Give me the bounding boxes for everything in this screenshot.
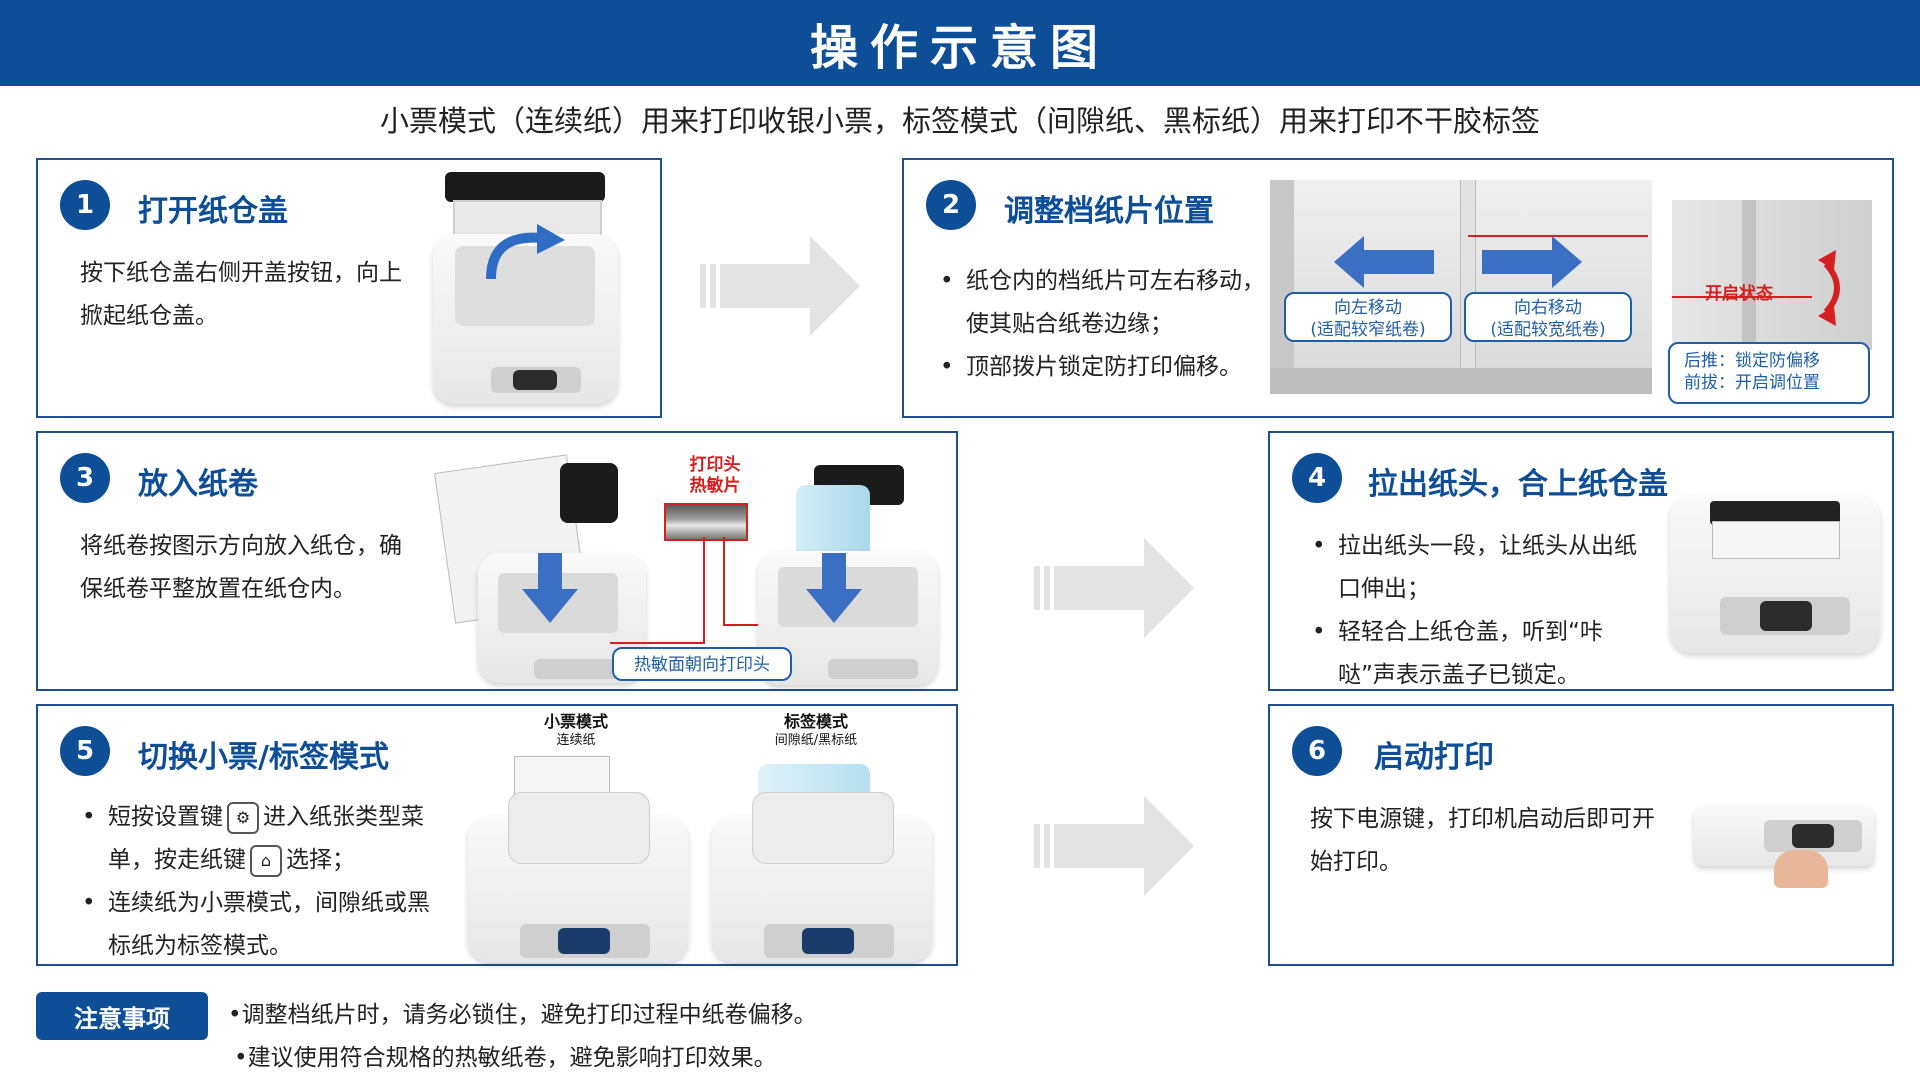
note-item-2: •建议使用符合规格的热敏纸卷，避免影响打印效果。 — [234, 1045, 777, 1071]
step-1-number: 1 — [60, 180, 110, 230]
step-3-number: 3 — [60, 453, 110, 503]
step-1-text: 按下纸仓盖右侧开盖按钮，向上掀起纸仓盖。 — [80, 260, 402, 329]
step-4-number: 4 — [1292, 453, 1342, 503]
right-arrow-icon — [1482, 236, 1582, 288]
step-4-title: 拉出纸头，合上纸仓盖 — [1368, 467, 1668, 502]
receipt-mode-printer-image — [468, 756, 688, 962]
step-5-number: 5 — [60, 726, 110, 776]
notes-badge: 注意事项 — [36, 992, 208, 1040]
step-2-bullet-2: •顶部拨片锁定防打印偏移。 — [940, 354, 1242, 380]
open-state-label: 开启状态 — [1705, 284, 1773, 304]
left-arrow-icon — [1334, 236, 1434, 288]
feed-key-icon: ⌂ — [250, 844, 282, 877]
down-arrow-icon — [806, 553, 862, 623]
print-head-zoom — [664, 503, 748, 541]
step-1-panel: 1 打开纸仓盖 按下纸仓盖右侧开盖按钮，向上掀起纸仓盖。 — [36, 158, 662, 418]
printer-closed-image — [1670, 495, 1880, 653]
note-item-1: •调整档纸片时，请务必锁住，避免打印过程中纸卷偏移。 — [228, 1002, 817, 1028]
printer-open-image — [433, 172, 658, 408]
power-button-image — [1694, 806, 1874, 888]
step-4-panel: 4 拉出纸头，合上纸仓盖 •拉出纸头一段，让纸头从出纸口伸出； •轻轻合上纸仓盖… — [1268, 431, 1894, 691]
roll-insert-image-left — [434, 454, 646, 685]
step-6-title: 启动打印 — [1374, 740, 1494, 775]
step-6-text: 按下电源键，打印机启动后即可开始打印。 — [1310, 806, 1655, 875]
step-4-bullet-1: •拉出纸头一段，让纸头从出纸口伸出； — [1312, 533, 1637, 602]
page-title: 操作示意图 — [809, 20, 1110, 76]
step-2-panel: 2 调整档纸片位置 •纸仓内的档纸片可左右移动，使其贴合纸卷边缘； •顶部拨片锁… — [902, 158, 1894, 418]
step-5-bullet-1: •短按设置键⚙进入纸张类型菜单，按走纸键⌂选择； — [82, 796, 448, 882]
step-3-title: 放入纸卷 — [138, 467, 258, 502]
step-6-panel: 6 启动打印 按下电源键，打印机启动后即可开始打印。 — [1268, 704, 1894, 966]
flow-arrow-icon — [1034, 796, 1194, 896]
move-left-label: 向左移动(适配较窄纸卷) — [1284, 292, 1452, 342]
flow-arrow-icon — [700, 236, 860, 336]
curved-arrow-icon — [486, 224, 565, 280]
step-3-text: 将纸卷按图示方向放入纸仓，确保纸卷平整放置在纸仓内。 — [80, 533, 402, 602]
step-5-bullet-2: •连续纸为小票模式，间隙纸或黑标纸为标签模式。 — [82, 890, 430, 959]
roll-insert-image-right — [758, 461, 938, 685]
label-mode-caption: 标签模式间隙纸/黑标纸 — [774, 712, 858, 748]
step-5-title: 切换小票/标签模式 — [138, 740, 389, 775]
lock-instructions: 后推：锁定防偏移前拔：开启调位置 — [1668, 342, 1870, 404]
receipt-mode-caption: 小票模式连续纸 — [543, 712, 608, 748]
rotate-arrow-icon — [1818, 250, 1840, 326]
compartment-image: 向左移动(适配较窄纸卷) 向右移动(适配较宽纸卷) — [1270, 180, 1652, 394]
flow-arrow-icon — [1034, 538, 1194, 638]
step-2-number: 2 — [926, 180, 976, 230]
step-4-bullet-2: •轻轻合上纸仓盖，听到“咔哒”声表示盖子已锁定。 — [1312, 619, 1603, 688]
page-subtitle: 小票模式（连续纸）用来打印收银小票，标签模式（间隙纸、黑标纸）用来打印不干胶标签 — [379, 104, 1540, 138]
label-mode-printer-image — [712, 756, 932, 962]
lock-tab-image: 开启状态 — [1672, 200, 1872, 350]
step-5-panel: 5 切换小票/标签模式 •短按设置键⚙进入纸张类型菜单，按走纸键⌂选择； •连续… — [36, 704, 958, 966]
thermal-face-label: 热敏面朝向打印头 — [612, 647, 792, 681]
step-1-title: 打开纸仓盖 — [138, 194, 288, 229]
print-head-label: 打印头热敏片 — [689, 455, 741, 496]
step-2-title: 调整档纸片位置 — [1004, 194, 1214, 229]
header-bar: 操作示意图 — [0, 0, 1920, 86]
gear-icon: ⚙ — [227, 801, 259, 834]
step-3-panel: 3 放入纸卷 将纸卷按图示方向放入纸仓，确保纸卷平整放置在纸仓内。 打印头热敏片… — [36, 431, 958, 691]
down-arrow-icon — [522, 553, 578, 623]
step-2-bullet-1: •纸仓内的档纸片可左右移动，使其贴合纸卷边缘； — [940, 268, 1265, 337]
step-6-number: 6 — [1292, 726, 1342, 776]
move-right-label: 向右移动(适配较宽纸卷) — [1464, 292, 1632, 342]
